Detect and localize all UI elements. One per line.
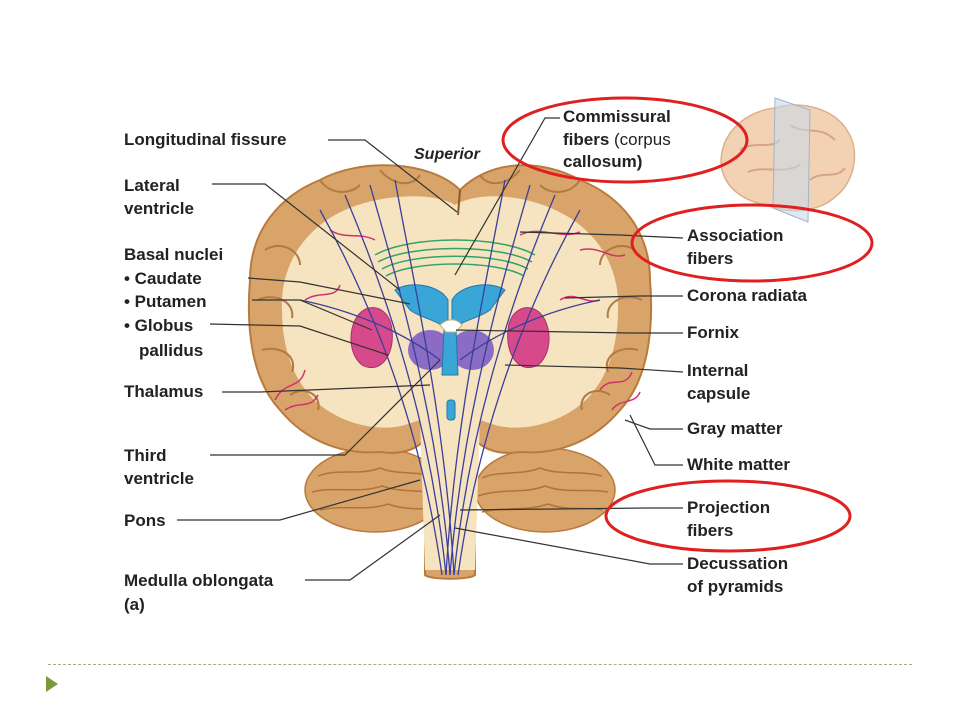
leader-lines [177, 117, 684, 581]
white-matter-label: White matter [687, 455, 790, 474]
projection-label-2: fibers [687, 521, 734, 540]
slide-bullet-icon [46, 676, 58, 692]
third-ventricle-label-1: Third [124, 446, 167, 465]
globus-label-1: • Globus [124, 316, 194, 335]
corpus-word: (corpus [609, 130, 671, 149]
globus-label-2: pallidus [139, 341, 204, 360]
third-ventricle-label-2: ventricle [124, 469, 194, 488]
putamen-label: • Putamen [124, 292, 207, 311]
highlight-ellipses [501, 96, 874, 553]
cerebellum [304, 447, 616, 533]
association-highlight [630, 203, 874, 283]
ventricles [394, 284, 506, 421]
basal-nuclei-label: Basal nuclei [124, 245, 224, 264]
basal-nuclei [350, 307, 550, 368]
projection-highlight [604, 479, 852, 553]
projection-fibers [299, 179, 601, 576]
pons-label: Pons [124, 511, 166, 530]
panel-label: (a) [124, 595, 145, 614]
commissural-fibers [374, 239, 536, 277]
internal-capsule-label-2: capsule [687, 384, 751, 403]
longitudinal-fissure-label: Longitudinal fissure [124, 130, 287, 149]
superior-label: Superior [414, 146, 480, 163]
white-matter-region [281, 196, 619, 571]
lateral-ventricle-label-2: ventricle [124, 199, 194, 218]
association-label-2: fibers [687, 249, 734, 268]
fornix-shape [439, 319, 463, 333]
corona-radiata-label: Corona radiata [687, 286, 807, 305]
footer-divider [48, 664, 912, 665]
commissural-label-1: Commissural [563, 107, 671, 126]
caudate-label: • Caudate [124, 269, 202, 288]
decussation-label-1: Decussation [687, 554, 789, 573]
fornix-label: Fornix [687, 323, 739, 342]
commissural-label-2: fibers (corpus [563, 129, 671, 151]
association-label-1: Association [687, 226, 784, 245]
internal-capsule-label-1: Internal [687, 361, 749, 380]
medulla-oblongata-label: Medulla oblongata [124, 571, 274, 590]
brain-thumbnail [720, 97, 856, 223]
lateral-ventricle-label-1: Lateral [124, 176, 180, 195]
thalamus-label: Thalamus [124, 382, 204, 401]
commissural-fibers-word: fibers [563, 130, 610, 149]
commissural-highlight [501, 96, 749, 184]
gray-matter-label: Gray matter [687, 419, 783, 438]
commissural-label-3: callosum) [563, 152, 643, 171]
projection-label-1: Projection [687, 498, 771, 517]
decussation-label-2: of pyramids [687, 577, 784, 596]
